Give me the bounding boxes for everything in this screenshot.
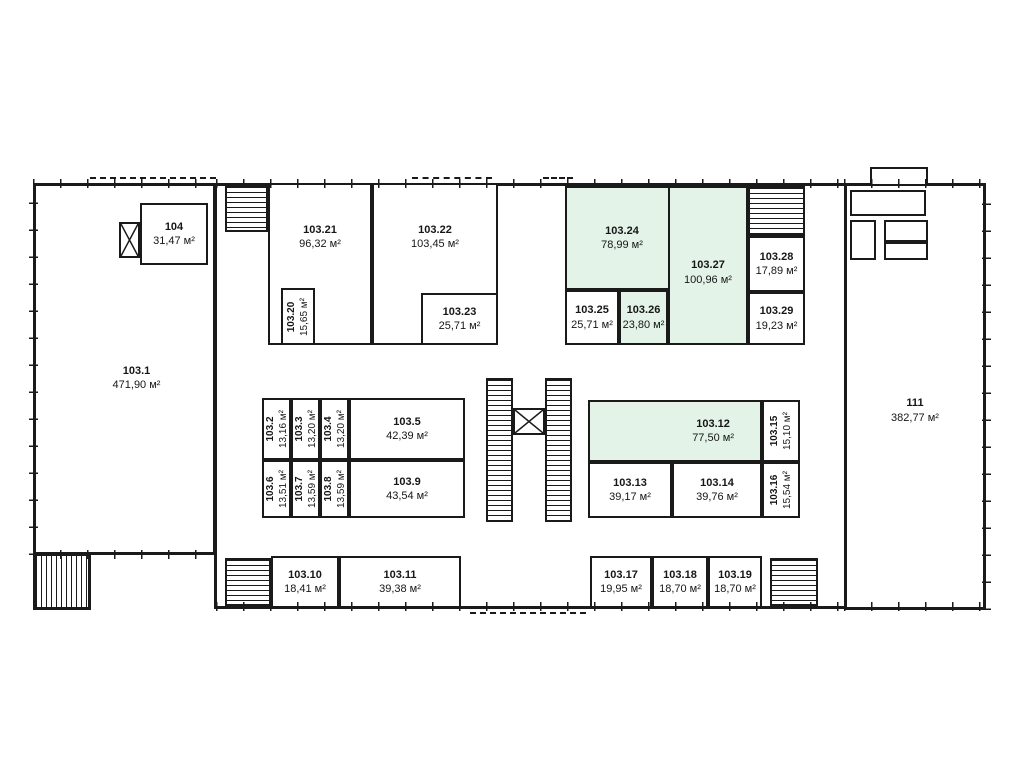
- staircase: [545, 378, 572, 522]
- elevator-x-icon: [121, 224, 138, 256]
- wall-ticks: [33, 179, 216, 188]
- staircase: [225, 558, 271, 606]
- staircase: [770, 558, 818, 606]
- service-room: [884, 242, 928, 260]
- staircase: [748, 186, 805, 236]
- dashed-outline: [90, 177, 216, 179]
- dashed-outline: [543, 177, 573, 179]
- elevator: [513, 408, 545, 435]
- dashed-outline: [470, 612, 586, 614]
- staircase: [850, 220, 876, 260]
- wall-ticks: [216, 602, 846, 611]
- elevator: [119, 222, 140, 258]
- wall-ticks: [982, 183, 991, 610]
- service-room: [884, 220, 928, 242]
- staircase: [225, 185, 268, 232]
- staircase: [33, 553, 91, 610]
- staircase: [486, 378, 513, 522]
- wall-ticks: [844, 602, 986, 611]
- elevator-x-icon: [515, 410, 543, 433]
- wall-ticks: [844, 179, 986, 188]
- wall-ticks: [216, 179, 846, 188]
- wall-ticks: [33, 550, 216, 559]
- dashed-outline: [412, 177, 492, 179]
- staircase: [850, 190, 926, 216]
- wall-ticks: [29, 183, 38, 555]
